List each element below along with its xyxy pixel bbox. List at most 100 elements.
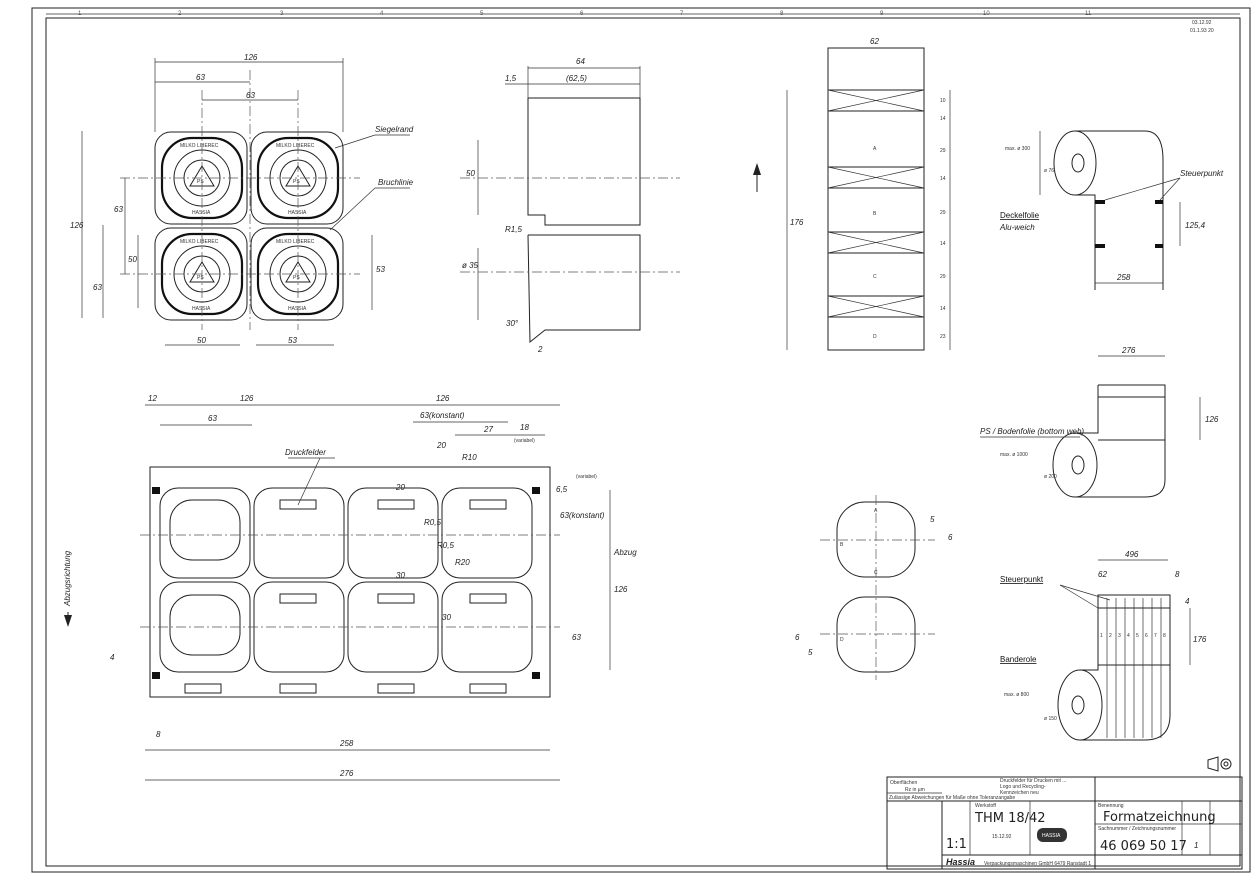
dimension-label: HASSIA xyxy=(1042,833,1061,839)
dimension-label: 6,5 xyxy=(556,485,568,494)
dimension-label: 2 xyxy=(1109,633,1112,639)
dimension-label: 20 xyxy=(395,483,405,492)
dimension-label: 29 xyxy=(940,210,946,216)
dimension-label: D xyxy=(840,637,844,643)
dimension-label: 62 xyxy=(1098,570,1107,579)
dimension-label: 50 xyxy=(128,255,137,264)
dimension-label: R1,5 xyxy=(505,225,522,234)
dimension-label: (variabel) xyxy=(576,474,597,480)
dimension-label: 15.12.92 xyxy=(992,834,1012,840)
dimension-label: Benennung xyxy=(1098,803,1124,809)
dimension-label: 64 xyxy=(576,57,585,66)
dimension-label: MILKO LIBEREC xyxy=(180,143,219,149)
dimension-label: Alu-weich xyxy=(999,223,1035,232)
dimension-label: 276 xyxy=(1121,346,1136,355)
dimension-label: D xyxy=(873,334,877,340)
dimension-label: Kennzeichen neu xyxy=(1000,790,1039,796)
dimension-label: 176 xyxy=(1193,635,1207,644)
dimension-label: PS xyxy=(197,275,204,281)
dimension-label: 4 xyxy=(380,11,384,17)
dimension-label: R0,5 xyxy=(437,541,454,550)
dimension-label: 50 xyxy=(197,336,206,345)
cup-top-view: MILKO LIBEREC MILKO LIBEREC MILKO LIBERE… xyxy=(70,53,414,346)
dimension-label: 8 xyxy=(780,11,784,17)
dimension-label: Oberflächen xyxy=(890,780,917,786)
dimension-label: Deckelfolie xyxy=(1000,211,1040,220)
dimension-label: max. ø 1000 xyxy=(1000,452,1028,458)
dimension-label: Zulässige Abweichungen für Maße ohne Tol… xyxy=(889,795,1015,801)
dimension-label: (variabel) xyxy=(514,438,535,444)
dimension-label: HASSIA xyxy=(288,306,307,312)
dimension-label: 14 xyxy=(940,176,946,182)
dimension-label: 126 xyxy=(614,585,628,594)
dimension-label: 4 xyxy=(110,653,115,662)
dimension-label: 176 xyxy=(790,218,804,227)
dimension-label: 8 xyxy=(1163,633,1166,639)
dimension-label: 7 xyxy=(680,11,684,17)
dimension-label: 50 xyxy=(466,169,475,178)
dimension-label: 276 xyxy=(339,769,354,778)
dimension-label: 6 xyxy=(1145,633,1148,639)
druckfelder-label: Druckfelder xyxy=(285,448,326,457)
dimension-label: max. ø 800 xyxy=(1004,692,1029,698)
dimension-label: 1 xyxy=(1100,633,1103,639)
drawing-name: Formatzeichnung xyxy=(1103,810,1216,825)
dimension-label: 4 xyxy=(1127,633,1130,639)
dimension-label: 63 xyxy=(93,283,102,292)
dimension-label: Werkstoff xyxy=(975,803,997,809)
siegelrand-label: Siegelrand xyxy=(375,125,414,134)
dimension-label: 3 xyxy=(1118,633,1121,639)
dimension-label: Steuerpunkt xyxy=(1000,575,1044,584)
dimension-label: 3 xyxy=(280,11,284,17)
dimension-label: HASSIA xyxy=(192,306,211,312)
dimension-label: PS xyxy=(197,179,204,185)
feed-direction-arrow-icon xyxy=(753,163,761,192)
dimension-label: 5 xyxy=(1136,633,1139,639)
dimension-label: ø 150 xyxy=(1044,716,1057,722)
dimension-label: 126 xyxy=(244,53,258,62)
dimension-label: 29 xyxy=(940,148,946,154)
dimension-label: 27 xyxy=(483,425,493,434)
dimension-label: R10 xyxy=(462,453,477,462)
dimension-label: 03.12.92 xyxy=(1192,20,1212,26)
cup-detail-views: 5 6 6 5 A B C D xyxy=(795,495,953,680)
dimension-label: 53 xyxy=(376,265,385,274)
pull-direction-arrow-icon xyxy=(64,612,72,627)
dimension-label: 10 xyxy=(940,98,946,104)
material-value: THM 18/42 xyxy=(974,811,1046,826)
dimension-label: Abzug xyxy=(613,548,637,557)
hassia-logo: HASSIA xyxy=(1037,828,1067,842)
dimension-label: 14 xyxy=(940,241,946,247)
dimension-label: 63 xyxy=(208,414,217,423)
dimension-label: 63(konstant) xyxy=(420,411,465,420)
dimension-label: 125,4 xyxy=(1185,221,1206,230)
dimension-label: HASSIA xyxy=(192,210,211,216)
dimension-label: 126 xyxy=(70,221,84,230)
dimension-label: 30° xyxy=(506,319,519,328)
drawing-number: 46 069 50 17 xyxy=(1100,839,1187,854)
steuerpunkt-label: Steuerpunkt xyxy=(1180,169,1224,178)
dimension-label: HASSIA xyxy=(288,210,307,216)
dimension-label: ø 35 xyxy=(462,261,479,270)
dimension-label: 2 xyxy=(537,345,543,354)
dimension-label: Rz in µm xyxy=(905,787,925,793)
dimension-label: 63 xyxy=(196,73,205,82)
dimension-label: (62,5) xyxy=(566,74,587,83)
dimension-label: 1 xyxy=(1194,841,1198,850)
dimension-label: MILKO LIBEREC xyxy=(276,143,315,149)
dimension-label: 5 xyxy=(930,515,935,524)
lid-strip-view: 62 176 A B C D 10 14 29 14 29 14 29 14 2… xyxy=(786,37,951,351)
dimension-label: R20 xyxy=(455,558,470,567)
dimension-label: 5 xyxy=(480,11,484,17)
dimension-label: R0,5 xyxy=(424,518,441,527)
dimension-label: 2 xyxy=(178,11,182,17)
dimension-label: 10 xyxy=(983,11,990,17)
dimension-label: 63 xyxy=(114,205,123,214)
dimension-label: 63 xyxy=(246,91,255,100)
dimension-label: 53 xyxy=(288,336,297,345)
dimension-label: A xyxy=(873,146,877,152)
pull-direction-label: Abzugsrichtung xyxy=(63,550,72,607)
dimension-label: 7 xyxy=(1154,633,1157,639)
dimension-label: PS xyxy=(293,275,300,281)
